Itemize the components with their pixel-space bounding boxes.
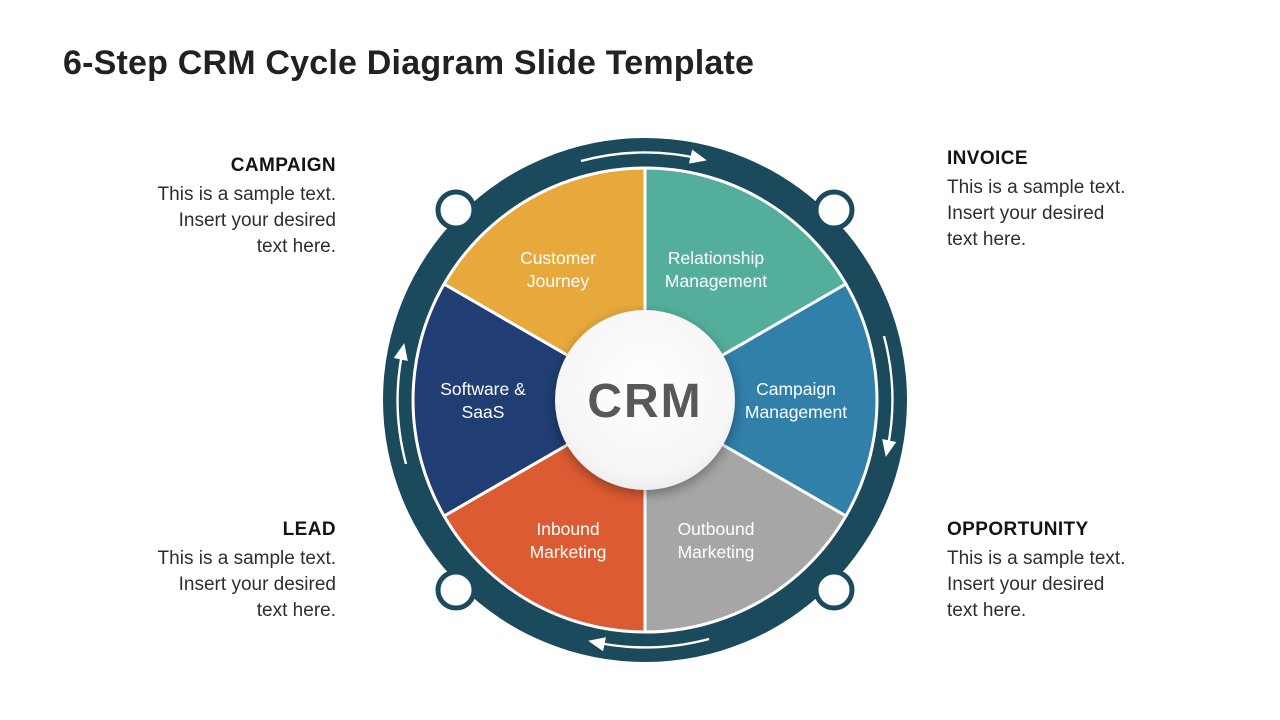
segment-label: Marketing bbox=[530, 542, 607, 562]
cycle-arrow-bottom bbox=[588, 637, 710, 652]
slide-title: 6-Step CRM Cycle Diagram Slide Template bbox=[63, 44, 755, 82]
segment-label: Relationship bbox=[668, 248, 764, 268]
segment-label: Journey bbox=[527, 271, 590, 291]
callout-campaign-heading: CAMPAIGN bbox=[230, 155, 336, 176]
segment-label: Customer bbox=[520, 248, 596, 268]
callout-opportunity-line: Insert your desired bbox=[947, 574, 1105, 595]
segment-software-saas bbox=[411, 282, 647, 518]
callout-lead-heading: LEAD bbox=[282, 519, 336, 540]
callout-campaign: CAMPAIGN This is a sample text. Insert y… bbox=[108, 155, 336, 260]
callout-invoice-line: Insert your desired bbox=[947, 203, 1105, 224]
callout-invoice: INVOICE This is a sample text. Insert yo… bbox=[947, 148, 1175, 253]
segment-label: Inbound bbox=[536, 519, 599, 539]
callout-opportunity-heading: OPPORTUNITY bbox=[947, 519, 1089, 540]
node-circle-bottom-right bbox=[813, 569, 855, 611]
callout-opportunity: OPPORTUNITY This is a sample text. Inser… bbox=[947, 519, 1175, 624]
segment-label: Software & bbox=[440, 379, 526, 399]
center-hub-label: CRM bbox=[587, 375, 702, 428]
segment-label: Outbound bbox=[678, 519, 755, 539]
callout-lead: LEAD This is a sample text. Insert your … bbox=[108, 519, 336, 624]
node-circle-top-left bbox=[435, 189, 477, 231]
callout-lead-line: text here. bbox=[256, 600, 336, 621]
cycle-arrow-right bbox=[882, 335, 897, 457]
callout-campaign-line: text here. bbox=[256, 236, 336, 257]
segment-label: Campaign bbox=[756, 379, 836, 399]
callout-invoice-line: This is a sample text. bbox=[947, 177, 1126, 198]
callout-opportunity-line: This is a sample text. bbox=[947, 548, 1126, 569]
cycle-arrow-left bbox=[393, 343, 408, 465]
cycle-arrow-top bbox=[580, 149, 707, 164]
center-hub-circle bbox=[555, 310, 735, 490]
node-circle-top-right bbox=[813, 189, 855, 231]
callout-lead-line: This is a sample text. bbox=[157, 548, 336, 569]
node-circle-bottom-left bbox=[435, 569, 477, 611]
segment-label: Management bbox=[745, 402, 847, 422]
callout-lead-line: Insert your desired bbox=[178, 574, 336, 595]
callout-invoice-heading: INVOICE bbox=[947, 148, 1028, 169]
segment-campaign-management bbox=[643, 282, 879, 518]
callout-campaign-line: This is a sample text. bbox=[157, 184, 336, 205]
callout-campaign-line: Insert your desired bbox=[178, 210, 336, 231]
callout-opportunity-line: text here. bbox=[947, 600, 1027, 621]
segment-label: Management bbox=[665, 271, 767, 291]
callout-invoice-line: text here. bbox=[947, 229, 1027, 250]
segment-label: SaaS bbox=[462, 402, 505, 422]
segment-label: Marketing bbox=[678, 542, 755, 562]
